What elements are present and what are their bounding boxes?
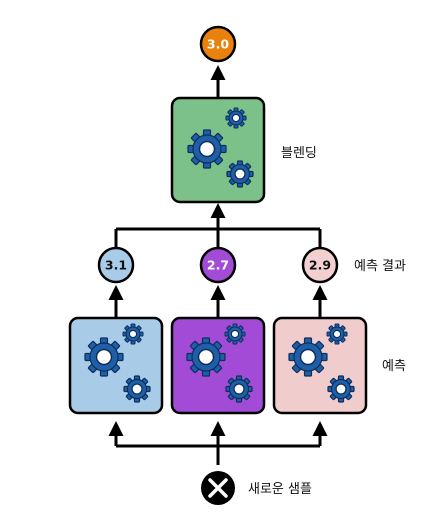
gear-icon [84,337,124,377]
gear-icon [288,337,328,377]
connectors [108,65,328,465]
predictor-3-box [272,316,368,415]
blending-label: 블렌딩 [281,146,317,161]
prediction-value: 2.7 [207,258,229,273]
predict-label: 예측 [382,359,406,374]
gear-icon [226,160,254,188]
gear-icon [123,375,151,403]
gear-icon [187,129,227,169]
new-sample-node [201,471,235,505]
close-icon [208,478,228,498]
final-output: 3.0 [199,25,237,63]
gear-icon [224,323,246,345]
prediction-value: 3.1 [105,258,127,273]
gear-icon [225,375,253,403]
predictions-label: 예측 결과 [354,259,406,274]
prediction-1: 3.1 [97,246,135,284]
prediction-3: 2.9 [301,246,339,284]
final-output-circle [199,25,237,63]
gear-icon [326,323,348,345]
blender-box [170,96,266,204]
gear-icon [122,323,144,345]
gear-icon [186,337,226,377]
predictor-1-box [68,316,164,415]
gear-icon [225,107,247,129]
predictor-2-box [170,316,266,415]
gear-icon [327,375,355,403]
final-output-value: 3.0 [207,37,229,52]
prediction-2: 2.7 [199,246,237,284]
prediction-value: 2.9 [309,258,331,273]
new-sample-label: 새로운 샘플 [248,482,312,497]
